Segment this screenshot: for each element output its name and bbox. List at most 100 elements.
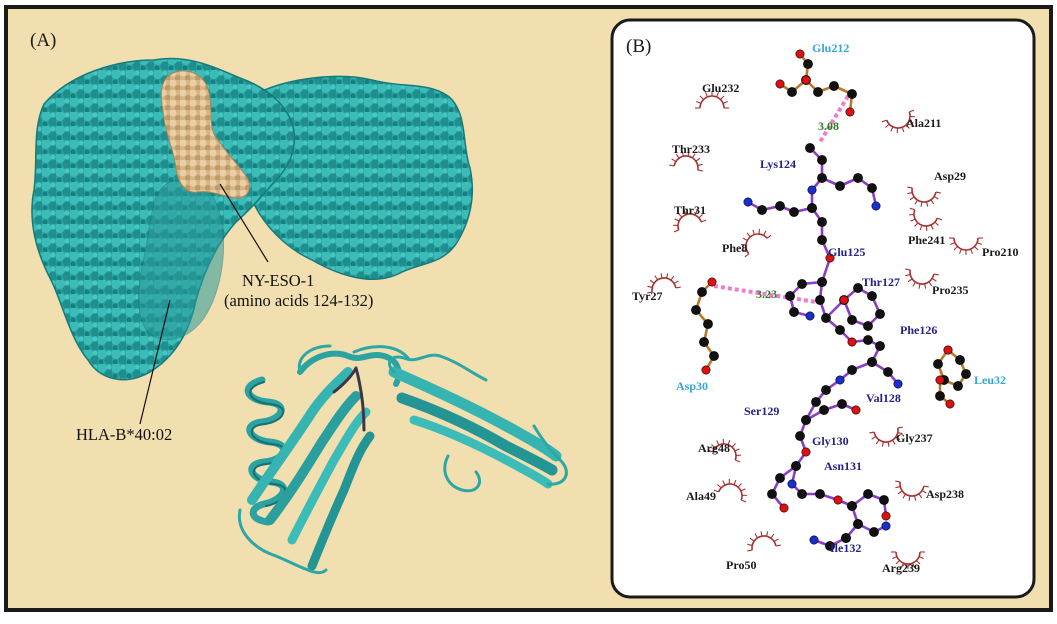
hydrophobic-arc-spoke — [694, 210, 698, 216]
hydrophobic-arc-spoke — [958, 248, 962, 254]
hydrophobic-arc-spoke — [673, 229, 679, 233]
hydrophobic-arc-spoke — [896, 127, 899, 134]
carbon-atom — [883, 367, 893, 377]
hydrophobic-arc-spoke — [670, 275, 675, 281]
hydrophobic-arc-spoke — [698, 214, 703, 219]
hydrophobic-arc-spoke — [907, 192, 913, 195]
carbon-atom — [709, 351, 719, 361]
hydrophobic-arc — [869, 426, 903, 447]
hydrophobic-arc — [891, 551, 925, 569]
hydrophobic-arc-spoke — [687, 151, 690, 157]
hydrophobic-arc-spoke — [912, 562, 916, 568]
hydrophobic-arc-spoke — [717, 484, 722, 489]
hydrophobic-arc-spoke — [678, 213, 683, 218]
hydrophobic-arc-spoke — [654, 275, 659, 281]
hydrophobic-residue-label: Glu232 — [702, 81, 739, 95]
hydrophobic-arc — [949, 237, 983, 255]
nitrogen-atom — [809, 535, 819, 545]
hydrophobic-arc-spoke — [909, 196, 915, 201]
hydrophobic-arc-spoke — [691, 153, 696, 159]
hydrophobic-arc-spoke — [749, 537, 755, 542]
hydrophobic-arc-spoke — [727, 439, 731, 445]
hydrophobic-arc-spoke — [928, 281, 933, 287]
carbon-atom — [863, 489, 873, 499]
hydrophobic-arc-spoke — [895, 480, 901, 483]
nitrogen-atom — [893, 379, 903, 389]
hydrophobic-arc-spoke — [746, 232, 751, 238]
hydrophobic-arc-spoke — [934, 221, 939, 226]
carbon-atom — [847, 501, 857, 511]
hydrophobic-arc — [905, 268, 939, 289]
hydrophobic-arc-spoke — [763, 230, 767, 236]
oxygen-atom — [801, 75, 811, 85]
hydrophobic-arc-spoke — [711, 444, 716, 449]
hydrophobic-arc-curve — [673, 155, 699, 171]
hydrophobic-arc-spoke — [905, 274, 911, 277]
hydrophobic-arc-spoke — [766, 234, 772, 239]
hydrophobic-arc-spoke — [914, 222, 919, 227]
hydrophobic-arc-spoke — [909, 207, 915, 211]
hydrophobic-arc-spoke — [976, 242, 982, 246]
hydrophobic-arc-spoke — [935, 191, 941, 194]
hydrophobic-residue-label: Pro50 — [726, 558, 756, 572]
carbon-atom — [863, 335, 873, 345]
hydrophobic-arc-curve — [677, 213, 703, 231]
hydrophobic-arc-spoke — [699, 95, 704, 100]
hydrophobic-arc-spoke — [741, 494, 748, 497]
carbon-atom — [815, 489, 825, 499]
hydrophobic-arc-spoke — [937, 217, 943, 221]
hydrophobic-arc-spoke — [737, 483, 742, 488]
peptide-callout-line — [219, 183, 269, 263]
carbon-atom — [825, 541, 835, 551]
hydrophobic-arc — [908, 207, 943, 232]
panel-a: (A) NY-ESO-1 (amino acids 124-132) HLA-B… — [30, 30, 568, 575]
oxygen-atom — [839, 295, 849, 305]
carbon-atom — [805, 143, 815, 153]
hydrophobic-residue-label: Thr31 — [674, 203, 706, 217]
hydrophobic-arc — [741, 229, 772, 258]
carbon-atom — [699, 337, 709, 347]
hydrophobic-arc-spoke — [697, 169, 703, 172]
hydrophobic-arc-spoke — [744, 253, 750, 258]
carbon-atom — [853, 173, 863, 183]
hydrophobic-arc-spoke — [914, 199, 919, 205]
hydrophobic-arc-spoke — [716, 440, 720, 446]
hydrophobic-arc-spoke — [671, 158, 677, 163]
carbon-atom — [775, 473, 785, 483]
carbon-atom — [821, 385, 831, 395]
hydrophobic-arc-curve — [751, 535, 777, 551]
hydrophobic-arc-spoke — [907, 186, 913, 189]
hydrophobic-residue-label: Asp29 — [934, 169, 966, 183]
hydrophobic-arc-spoke — [953, 246, 958, 251]
ribbon-helix-1-shade — [249, 381, 287, 507]
hydrophobic-arc-spoke — [974, 246, 979, 251]
hydrophobic-arc-spoke — [909, 115, 916, 118]
hbond-residue-label: Asp30 — [676, 379, 708, 393]
hydrophobic-arc-spoke — [707, 449, 713, 453]
hydrophobic-arc-spoke — [735, 454, 742, 457]
hydrophobic-arc-spoke — [696, 100, 702, 104]
peptide-label-line1: NY-ESO-1 — [242, 271, 314, 290]
ribbon-sheet-3 — [287, 407, 371, 545]
carbon-atom — [803, 59, 813, 69]
hydrophobic-arc-spoke — [722, 480, 726, 486]
hydrophobic-residue-label: Pro210 — [982, 245, 1018, 259]
carbon-atom — [821, 313, 831, 323]
oxygen-atom — [845, 107, 855, 117]
hydrogen-bond — [713, 284, 817, 304]
ligand-residue-label: Phe126 — [900, 323, 937, 337]
oxygen-atom — [779, 503, 789, 513]
hydrophobic-arc — [881, 109, 916, 134]
hydrophobic-arc-spoke — [740, 488, 746, 492]
carbon-atom — [841, 533, 851, 543]
carbon-atom — [961, 369, 971, 379]
ligand-residue-label: Thr127 — [862, 275, 900, 289]
hydrophobic-arc-spoke — [921, 489, 927, 494]
hydrophobic-arc-spoke — [908, 213, 915, 216]
carbon-atom — [847, 365, 857, 375]
carbon-atom — [875, 309, 885, 319]
hydrophobic-arc-spoke — [918, 493, 923, 499]
carbon-atom — [817, 277, 827, 287]
